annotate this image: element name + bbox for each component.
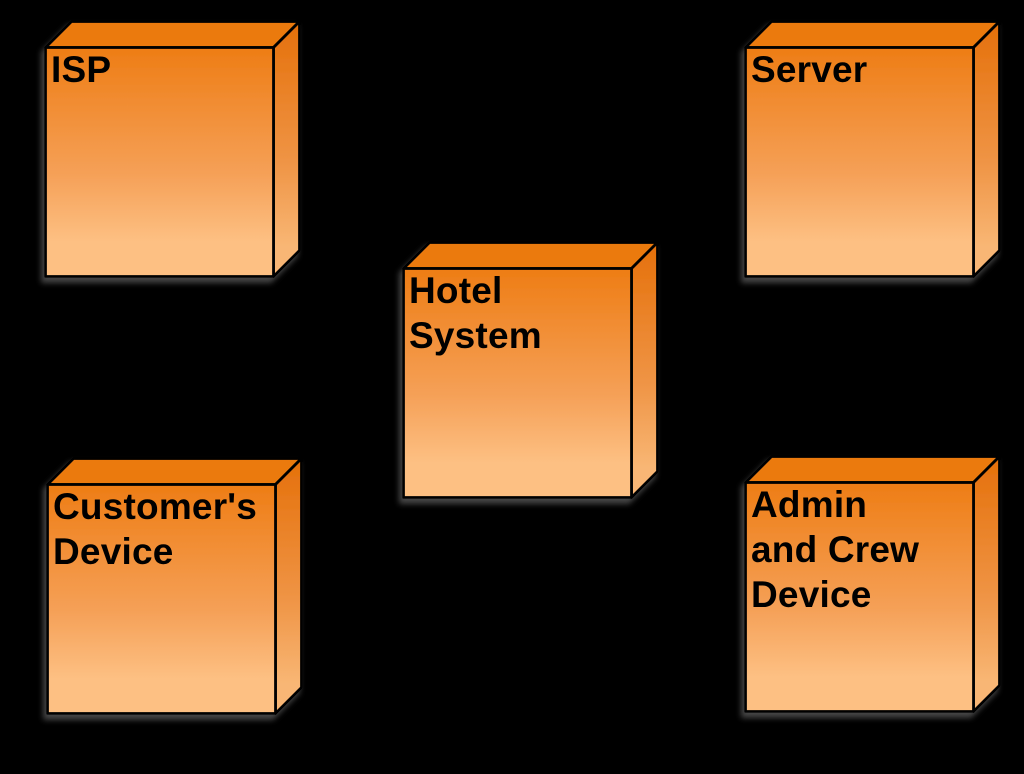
node-admin-and-crew-device-shape — [744, 455, 1001, 713]
node-customers-device-shape — [46, 457, 303, 715]
node-isp-shape — [44, 20, 301, 278]
node-server-shape — [744, 20, 1001, 278]
node-hotel-system-shape — [402, 241, 659, 499]
